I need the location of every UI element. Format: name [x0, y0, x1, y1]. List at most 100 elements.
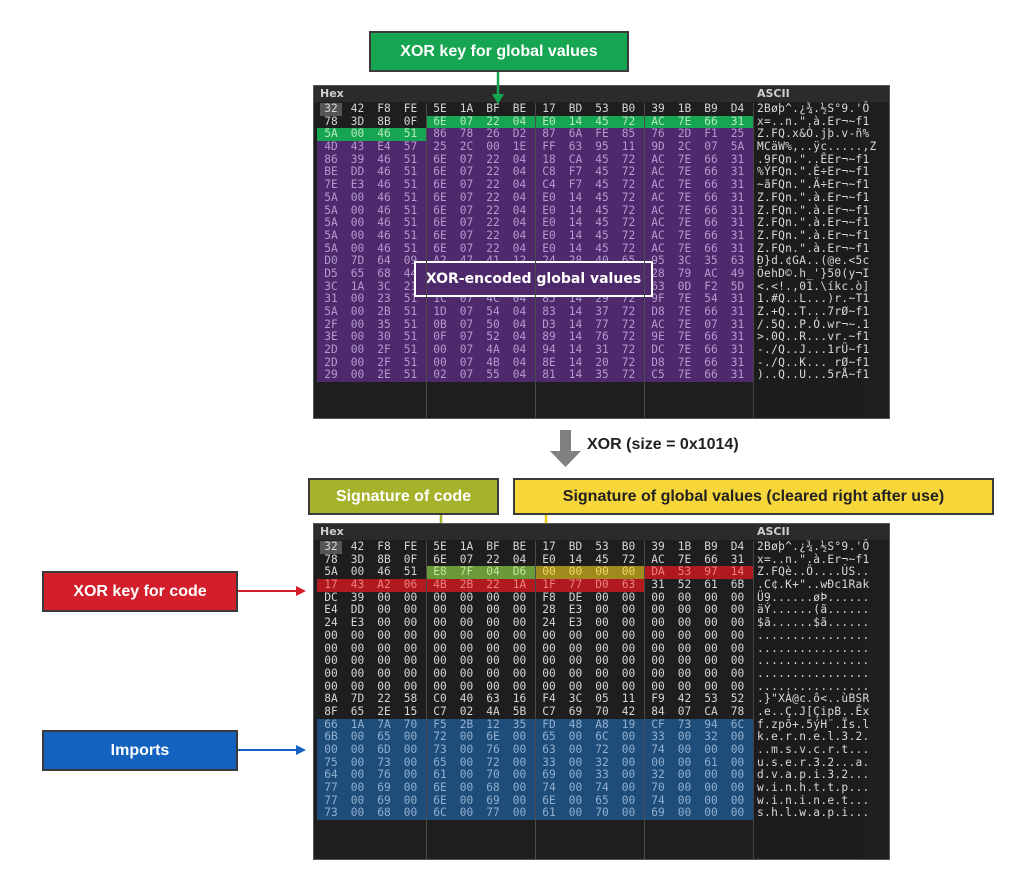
byte-highlight	[479, 141, 506, 154]
byte-highlight	[317, 280, 344, 294]
hex-byte: 00	[377, 616, 391, 630]
hex-byte: 53	[677, 565, 692, 579]
byte-highlight	[644, 331, 671, 345]
hex-byte: 31	[730, 152, 745, 166]
hex-byte: 14	[568, 552, 583, 566]
hex-byte: 22	[486, 203, 500, 217]
hex-byte: 07	[459, 165, 474, 179]
hex-byte: 69	[568, 704, 583, 718]
hex-byte: 3C	[677, 254, 692, 268]
hex-byte: 00	[486, 603, 500, 617]
byte-highlight	[614, 153, 644, 167]
hex-byte: F7	[568, 165, 583, 179]
byte-highlight	[452, 115, 479, 129]
hex-byte: AC	[651, 216, 665, 230]
hex-byte: 45	[595, 152, 609, 166]
byte-highlight	[370, 267, 397, 281]
byte-highlight	[723, 769, 753, 783]
hex-byte: E0	[542, 552, 556, 566]
hex-byte: D8	[651, 355, 665, 369]
ascii-row: Z.FQn.".à.Er¬~f1	[757, 241, 870, 255]
hex-byte: 66	[704, 228, 718, 242]
hex-byte: FD	[542, 717, 556, 731]
hex-byte: 00	[677, 806, 692, 820]
byte-highlight	[505, 242, 535, 256]
byte-highlight	[426, 204, 453, 218]
hex-byte: D5	[324, 266, 338, 280]
callout-imports: Imports	[42, 730, 238, 771]
hex-byte: 22	[486, 152, 500, 166]
byte-highlight	[561, 369, 588, 383]
byte-highlight	[723, 344, 753, 357]
hex-byte: 4A	[486, 704, 500, 718]
byte-highlight	[561, 191, 588, 205]
byte-highlight	[723, 331, 753, 345]
hex-byte: 00	[568, 565, 583, 579]
hex-byte: 7E	[677, 228, 692, 242]
hex-byte: 00	[433, 590, 447, 604]
hex-byte: B9	[704, 102, 718, 115]
hex-byte: 00	[350, 330, 365, 344]
hex-byte: 7E	[677, 317, 692, 331]
byte-highlight	[535, 566, 562, 580]
hex-byte: 2D	[324, 343, 338, 357]
ascii-row: Z.+Q..T...7rØ~f1	[757, 305, 870, 318]
hex-byte: 50	[486, 317, 500, 331]
byte-highlight	[452, 306, 479, 319]
hex-byte: E3	[568, 616, 583, 630]
hex-byte: 00	[677, 679, 692, 693]
hex-byte: 14	[568, 305, 583, 318]
hex-byte: 6B	[730, 578, 745, 592]
byte-highlight	[644, 128, 671, 142]
hex-byte: 31	[730, 330, 745, 344]
byte-highlight	[343, 166, 370, 180]
byte-highlight	[343, 782, 370, 795]
byte-highlight	[370, 242, 397, 256]
hex-byte: F8	[377, 102, 391, 115]
hex-byte: 6E	[433, 241, 447, 255]
byte-highlight	[317, 293, 344, 306]
hex-byte: 00	[651, 654, 665, 668]
byte-highlight	[644, 344, 671, 357]
hex-byte: 00	[512, 730, 527, 744]
hex-byte: AC	[651, 552, 665, 566]
byte-highlight	[396, 306, 426, 319]
hex-byte: 00	[403, 654, 418, 668]
hex-byte: 00	[512, 768, 527, 782]
hex-byte: 31	[730, 203, 745, 217]
byte-highlight	[505, 756, 535, 770]
hex-byte: 07	[459, 552, 474, 566]
hex-byte: 5E	[433, 102, 447, 115]
hex-byte: B0	[621, 102, 636, 115]
byte-highlight	[670, 744, 697, 757]
hex-byte: 31	[730, 292, 745, 306]
byte-highlight	[343, 229, 370, 243]
hex-byte: 00	[486, 628, 500, 642]
byte-highlight	[697, 744, 724, 757]
byte-highlight	[396, 782, 426, 795]
byte-highlight	[343, 128, 370, 142]
hex-byte: 72	[621, 343, 636, 357]
hex-byte: 66	[704, 305, 718, 318]
hex-byte: 00	[350, 368, 365, 382]
hex-byte: 43	[350, 578, 365, 592]
hex-byte: 14	[568, 228, 583, 242]
hex-byte: 66	[704, 190, 718, 204]
hex-byte: 00	[651, 666, 665, 680]
hex-byte: 22	[486, 228, 500, 242]
byte-highlight	[644, 191, 671, 205]
hex-byte: 32	[704, 730, 718, 744]
byte-highlight	[370, 191, 397, 205]
hex-byte: E0	[542, 228, 556, 242]
hex-byte: 00	[377, 666, 391, 680]
hex-byte: 00	[595, 603, 609, 617]
hex-byte: C0	[433, 692, 447, 706]
hex-byte: 00	[704, 616, 718, 630]
hex-byte: 00	[486, 140, 500, 154]
byte-highlight	[396, 191, 426, 205]
hex-byte: 64	[377, 254, 391, 268]
hex-byte: 00	[677, 616, 692, 630]
